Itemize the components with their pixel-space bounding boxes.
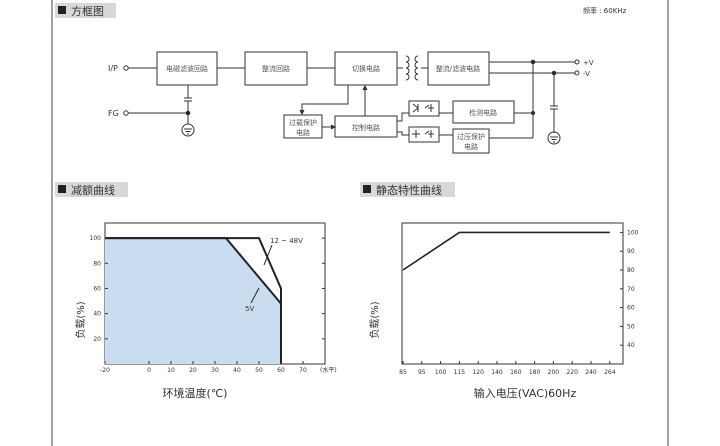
pos-v-terminal-icon (574, 59, 580, 65)
section-header-block-diagram: 方框图 (55, 3, 116, 18)
x-tick-label: 95 (418, 369, 426, 376)
x-tick-label: 115 (454, 369, 466, 376)
x-axis-label: 输入电压(VAC)60Hz (474, 386, 577, 400)
series-line-12 ~ 48V (105, 237, 282, 364)
y-axis-label: 负载(%) (368, 301, 381, 338)
frequency-label: 频率 : 60KHz (583, 6, 627, 15)
y-tick-label: 60 (627, 305, 635, 312)
y-tick-label: 80 (627, 267, 635, 274)
detection-label: 检测电路 (469, 108, 497, 117)
rect-filter-label: 整流/滤波电路 (436, 64, 480, 73)
block-overvoltage (452, 128, 490, 154)
y-tick-label: 40 (627, 342, 635, 349)
x-tick-label: 0 (147, 367, 151, 374)
square-bullet-icon (363, 185, 371, 193)
x-tick-label: 60 (277, 367, 285, 374)
series-line (402, 231, 610, 271)
x-tick-label: 40 (233, 367, 241, 374)
ip-terminal-icon (123, 65, 129, 71)
x-tick-label: 220 (566, 369, 578, 376)
derating-title: 减额曲线 (71, 183, 115, 197)
ip-label: I/P (108, 64, 118, 73)
static-chart: 85 95 100 115 120 140 160 180 200 220 240 264 40 50 60… (368, 222, 639, 400)
block-rect-filter (427, 51, 490, 86)
section-header-derating: 减额曲线 (55, 182, 128, 197)
x-tick-label: -20 (100, 367, 110, 374)
block-detection (452, 100, 515, 124)
plot-area (401, 222, 624, 365)
y-tick-label: 70 (627, 286, 635, 293)
overload-label: 过载保护 (289, 118, 317, 127)
overload-label-2: 电路 (296, 128, 310, 137)
rectifier-label: 整流回路 (262, 64, 290, 73)
y-tick-label: 80 (93, 260, 101, 267)
x-tick-label: 264 (604, 369, 616, 376)
emi-filter-label: 电磁滤波回路 (166, 64, 208, 73)
optocoupler-icon (408, 100, 440, 117)
y-tick-label: 50 (627, 323, 635, 330)
static-title: 静态特性曲线 (376, 183, 442, 197)
section-header-static: 静态特性曲线 (360, 182, 455, 197)
area-fill-5V (105, 238, 281, 364)
ground-icon (181, 123, 195, 137)
y-tick-label: 100 (90, 235, 102, 242)
series-label-12-48v: 12 ~ 48V (270, 237, 303, 245)
x-tick-label: 85 (399, 369, 407, 376)
section-title: 方框图 (71, 4, 104, 18)
pos-v-label: +V (583, 59, 594, 67)
series-label-5v: 5V (245, 305, 254, 313)
y-tick-label: 90 (627, 248, 635, 255)
y-tick-label: 100 (627, 229, 639, 236)
block-labels: I/P FG +V -V 电磁滤波回路 整流回路 切换电路 整流/滤波电路 控制… (108, 59, 594, 151)
x-tick-label: 50 (255, 367, 263, 374)
neg-v-terminal-icon (574, 70, 580, 76)
x-tick-label: 240 (585, 369, 597, 376)
square-bullet-icon (58, 185, 66, 193)
x-tick-label: 120 (472, 369, 484, 376)
y-axis-label: 负载(%) (74, 301, 87, 338)
x-unit-note: (水平) (320, 366, 337, 374)
x-tick-label: 200 (548, 369, 560, 376)
x-axis-label: 环境温度(℃) (163, 386, 228, 400)
transformer-icon (405, 55, 419, 81)
block-diagram (123, 51, 580, 154)
x-tick-label: 100 (435, 369, 447, 376)
overvoltage-label: 过压保护 (457, 132, 485, 141)
y-tick-label: 20 (93, 336, 101, 343)
x-tick-label: 140 (491, 369, 503, 376)
x-tick-label: 70 (299, 367, 307, 374)
derating-chart: -20 0 10 20 30 40 50 60 70 20 40 60 80 100 12 ~ 48V 5… (74, 222, 337, 400)
x-tick-label: 20 (189, 367, 197, 374)
y-tick-label: 40 (93, 311, 101, 318)
control-label: 控制电路 (352, 123, 380, 132)
fg-terminal-icon (123, 110, 129, 116)
overvoltage-label-2: 电路 (464, 142, 478, 151)
fg-label: FG (108, 109, 119, 118)
switching-label: 切换电路 (352, 64, 380, 73)
x-tick-label: 180 (529, 369, 541, 376)
y-tick-label: 60 (93, 285, 101, 292)
neg-v-label: -V (583, 70, 590, 78)
ground-icon (547, 131, 561, 145)
x-tick-label: 10 (167, 367, 175, 374)
x-tick-label: 160 (510, 369, 522, 376)
x-tick-label: 30 (211, 367, 219, 374)
square-bullet-icon (58, 6, 66, 14)
